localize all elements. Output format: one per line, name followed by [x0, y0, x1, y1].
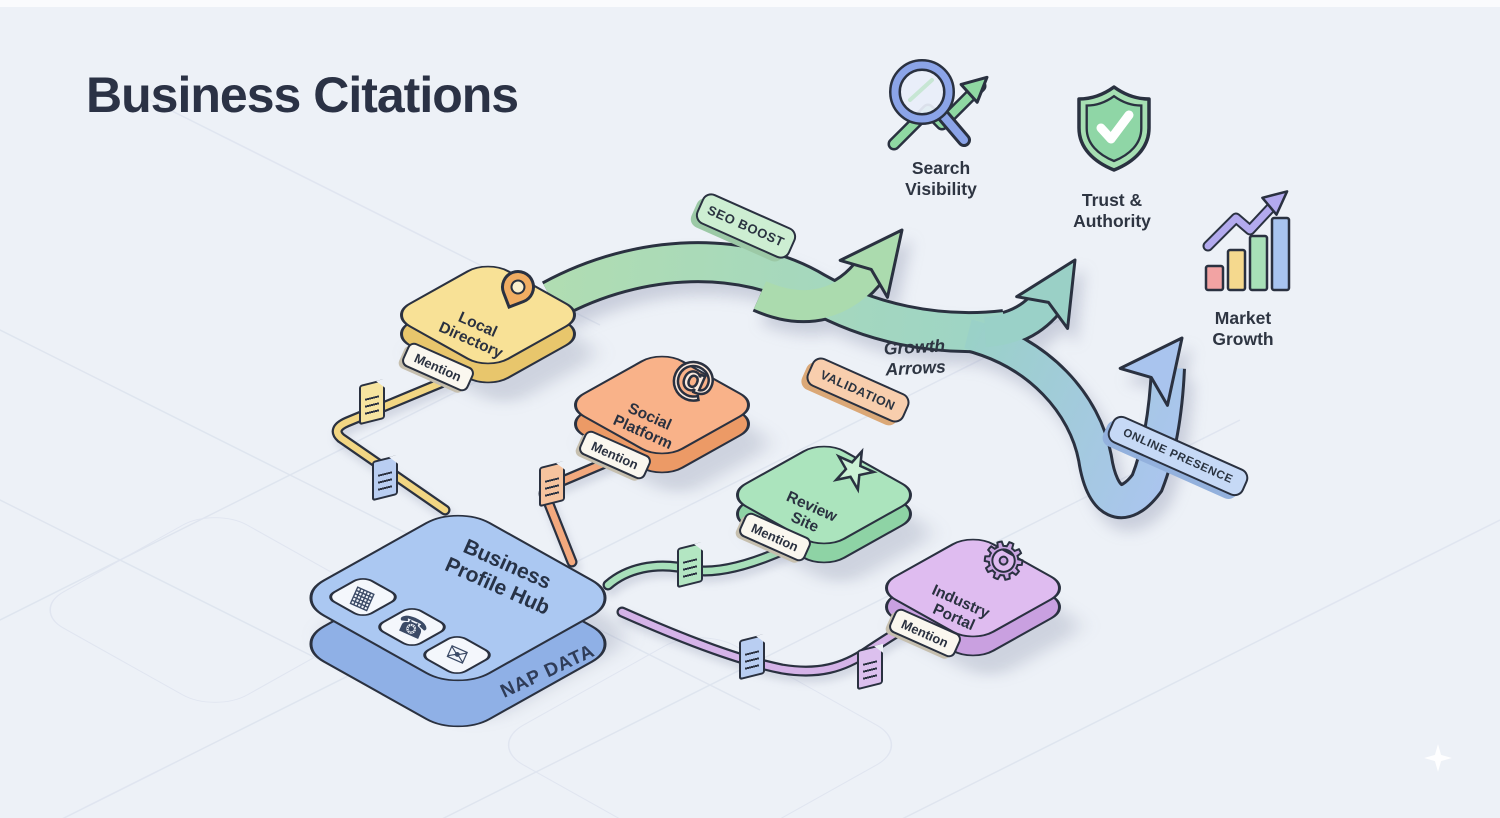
- arrowheads: [838, 228, 1184, 407]
- bar-chart-growth-icon: [1202, 190, 1291, 292]
- top-highlight-strip: [0, 0, 1500, 7]
- trust-authority-label: Trust & Authority: [1073, 190, 1151, 232]
- document-icon: [739, 633, 765, 681]
- market-growth-label: Market Growth: [1212, 308, 1274, 350]
- document-icon: [359, 378, 385, 426]
- page-title: Business Citations: [86, 67, 519, 123]
- document-icon: [539, 460, 565, 508]
- shield-check-icon: [1077, 85, 1151, 172]
- document-icon: [677, 541, 703, 589]
- magnifier-growth-icon: [887, 59, 989, 151]
- document-icon: [372, 454, 398, 502]
- search-visibility-label: Search Visibility: [905, 158, 977, 200]
- growth-arrows-annotation: Growth Arrows: [883, 335, 947, 380]
- document-icon: [857, 643, 883, 691]
